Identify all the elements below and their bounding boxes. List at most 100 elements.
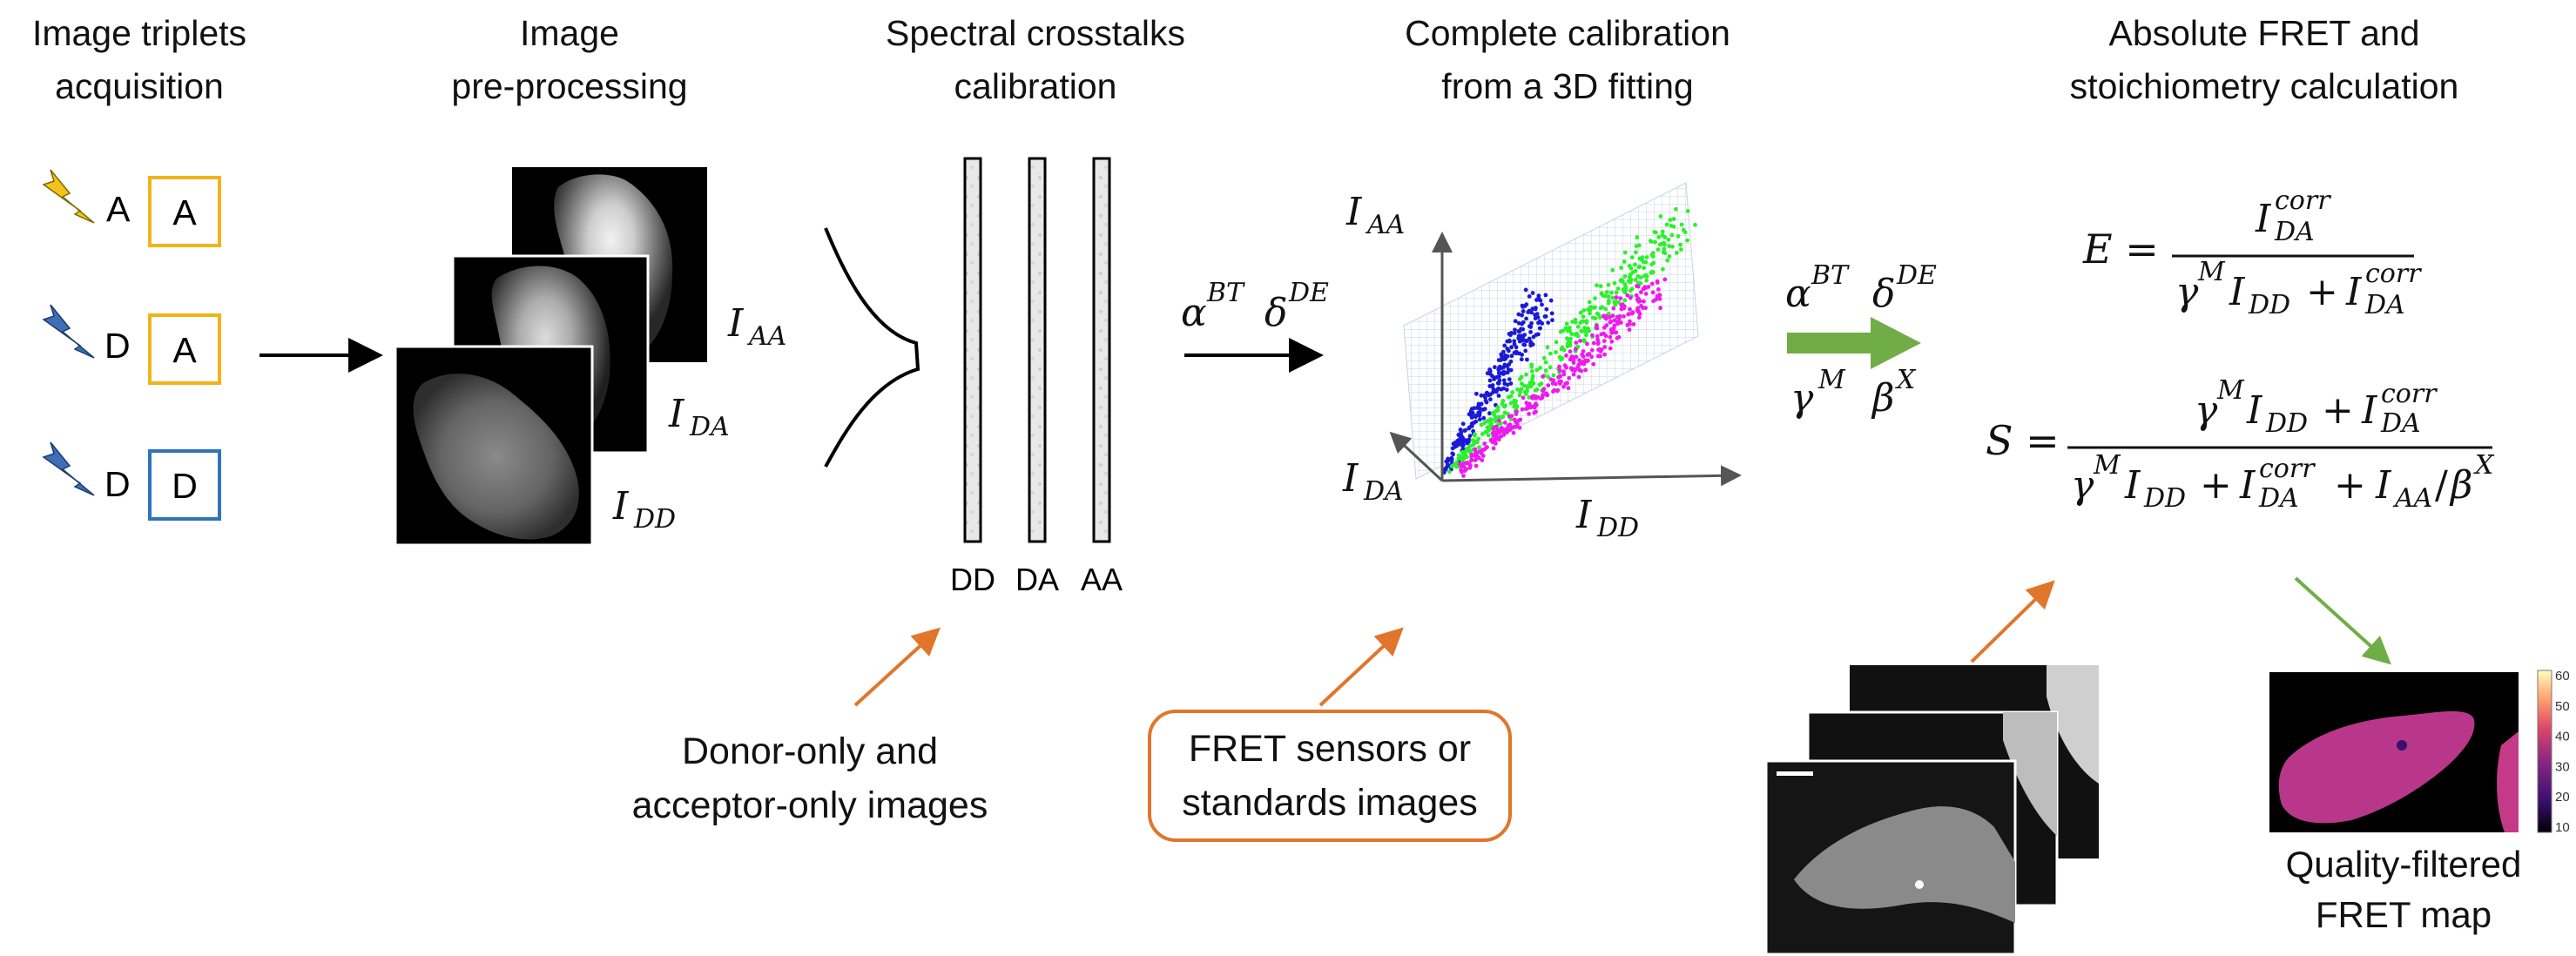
scatter-point [1529, 320, 1534, 326]
scatter-point [1653, 239, 1657, 245]
scatter-point [1593, 316, 1598, 321]
note-line: Quality-filtered [2285, 844, 2522, 885]
scatter-point [1656, 247, 1661, 252]
colorbar-tick-label: 40 [2555, 730, 2570, 744]
calibration-strips: DD DA AA [950, 157, 1123, 597]
scatter-point [1625, 293, 1630, 298]
note-fret-sensors-box: FRET sensors or standards images [1148, 710, 1512, 842]
scatter-point [1507, 377, 1512, 381]
scatter-point [1453, 464, 1459, 469]
scatter-point [1575, 331, 1579, 336]
scatter-point [1558, 374, 1563, 379]
annotation-arrow [853, 627, 941, 707]
scatter-point [1516, 336, 1521, 340]
scatter-point [1603, 306, 1608, 312]
subscript: DA [2258, 483, 2299, 514]
scatter-point [1521, 309, 1526, 313]
beam-shape [824, 227, 920, 468]
scatter-point [1634, 250, 1638, 255]
scatter-point [1509, 426, 1514, 430]
scatter-point [1549, 311, 1554, 316]
scatter-point [1557, 379, 1562, 384]
scatter-point [1546, 383, 1551, 387]
scatter-point [1596, 347, 1601, 353]
scatter-point [1506, 367, 1511, 372]
scatter-point [1487, 367, 1492, 372]
scatter-point [1599, 332, 1604, 337]
scatter-point [1654, 297, 1658, 302]
scatter-point [1509, 345, 1514, 350]
scatter-point [1468, 408, 1473, 414]
scatter-point [1528, 330, 1533, 334]
scatter-point [1500, 414, 1506, 419]
fret-images-stack [1764, 665, 2099, 956]
scatter-point [1569, 332, 1575, 336]
numerator-i: I [2361, 388, 2378, 433]
scatter-point [1546, 374, 1551, 380]
scatter-point [1503, 353, 1507, 358]
scatter-point [1534, 367, 1540, 373]
triplet-row-2: D A [42, 304, 221, 385]
scatter-point [1595, 341, 1601, 347]
scatter-point [1608, 314, 1612, 320]
scatter-point [1543, 368, 1548, 374]
axis-label-da: I [1342, 456, 1359, 501]
scatter-point [1568, 326, 1572, 330]
scatter-point [1509, 353, 1514, 359]
scatter-point [1534, 409, 1538, 414]
scatter-point [1607, 299, 1611, 303]
step-title-preprocessing: Image pre-processing [343, 7, 796, 113]
delta-symbol: δ [1264, 291, 1288, 335]
equation-lhs: E = [2082, 226, 2159, 273]
scatter-point [1480, 407, 1486, 412]
lightning-bolt-icon [42, 169, 95, 224]
scatter-point [1548, 298, 1554, 303]
scatter-point [1550, 381, 1555, 386]
scatter-point [1541, 387, 1547, 392]
scatter-point [1644, 255, 1649, 259]
step-title-line: calibration [954, 66, 1117, 106]
scatter-point [1526, 384, 1531, 388]
scatter-point [1543, 360, 1548, 365]
scatter-point [1488, 392, 1493, 397]
scatter-point [1479, 422, 1484, 428]
scatter-point [1634, 293, 1639, 298]
scatter-point [1643, 292, 1649, 296]
scatter-point [1536, 293, 1541, 299]
scatter-point [1510, 390, 1515, 394]
scatter-point [1569, 355, 1574, 360]
scatter-point [1469, 454, 1473, 459]
scatter-point [1477, 417, 1482, 422]
scatter-point [1530, 291, 1535, 295]
scatter-point [1500, 401, 1505, 407]
scatter-point [1579, 368, 1584, 374]
scatter-point [1473, 458, 1478, 462]
subscript: DA [689, 412, 730, 442]
scatter-point [1484, 430, 1488, 434]
scatter-point [1544, 391, 1548, 396]
scatter-point [1581, 314, 1586, 319]
scatter-point [1643, 306, 1648, 311]
scatter-point [1669, 232, 1675, 238]
scatter-point [1636, 315, 1642, 320]
scatter-point [1630, 310, 1635, 315]
scatter-point [1446, 456, 1450, 461]
scatter-point [1501, 433, 1507, 437]
scatter-point [1646, 285, 1651, 289]
scatter-point [1519, 357, 1524, 362]
scatter-point [1508, 359, 1514, 364]
numerator-i: I [2246, 388, 2263, 433]
scatter-point [1587, 300, 1592, 305]
scatter-point [1656, 235, 1662, 239]
scatter-point [1641, 259, 1646, 265]
scatter-point [1467, 434, 1473, 438]
scatter-point [1622, 314, 1626, 319]
colorbar-tick-label: 50 [2555, 699, 2570, 714]
scatter-point [1502, 421, 1507, 425]
scatter-point [1456, 456, 1461, 461]
scatter-point [1477, 411, 1482, 416]
scatter-point [1584, 320, 1589, 325]
scatter-point [1512, 417, 1517, 422]
scatter-point [1467, 444, 1473, 448]
